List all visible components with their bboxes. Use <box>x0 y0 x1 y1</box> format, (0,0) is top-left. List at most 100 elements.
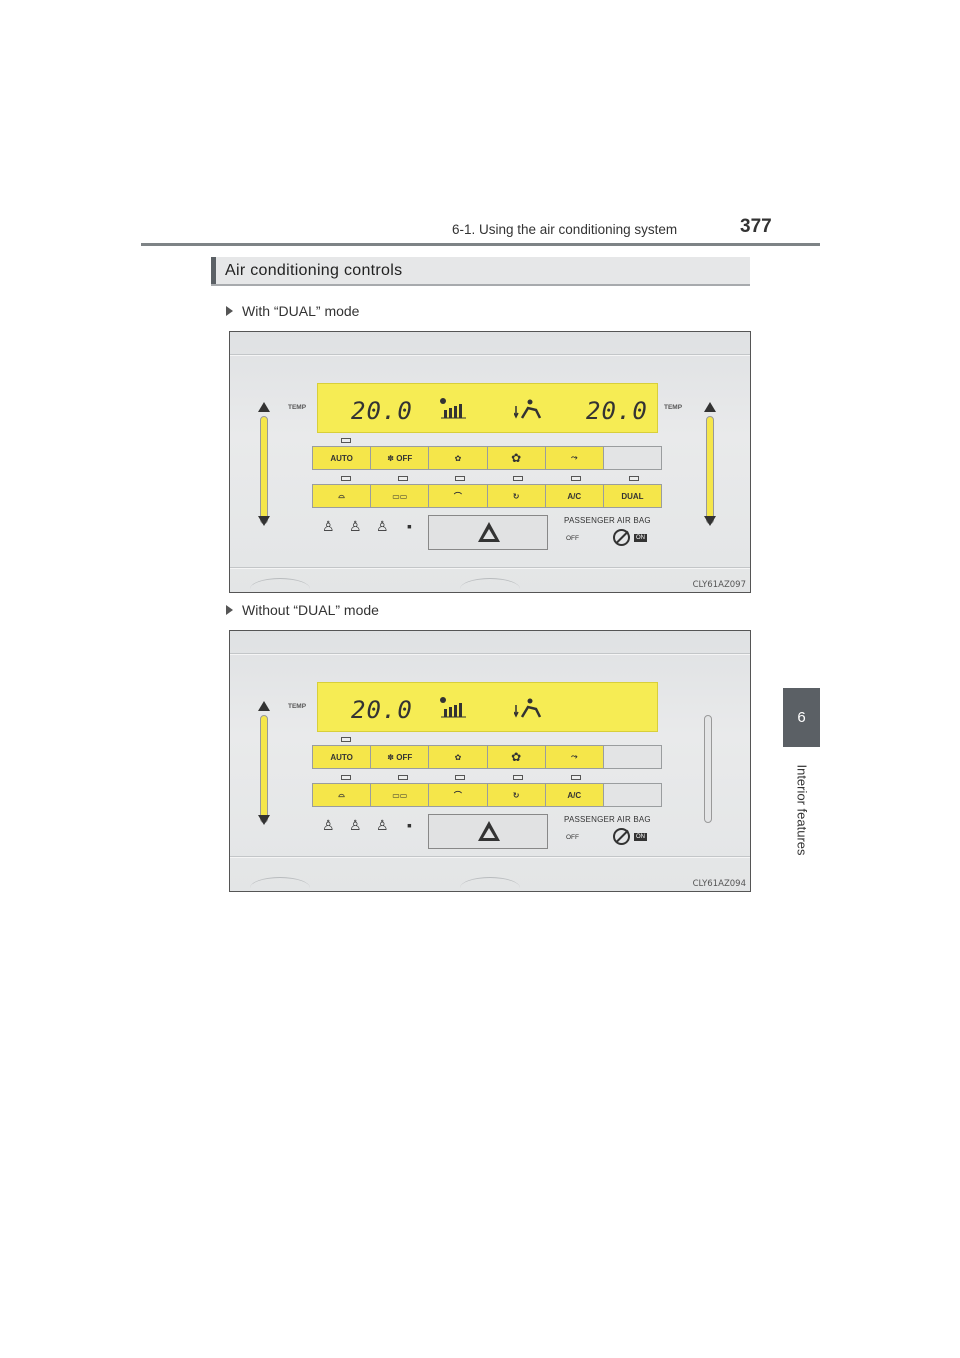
recirculate-button[interactable]: ↻ <box>487 784 546 806</box>
indicator-led <box>455 775 465 780</box>
image-code: CLY61AZ097 <box>692 580 746 590</box>
indicator-led <box>513 775 523 780</box>
fan-off-button[interactable]: ✽ OFF <box>371 746 430 768</box>
ac-button[interactable]: A/C <box>545 485 604 507</box>
temp-slider[interactable] <box>260 715 268 823</box>
indicator-led <box>398 775 408 780</box>
outside-air-icon: ⌒ <box>453 491 462 501</box>
defroster-rear-icon: ▭▭ <box>392 491 408 501</box>
fan-speed-icon <box>440 697 466 718</box>
panel-arc <box>250 877 310 891</box>
fan-up-button[interactable]: ✿ <box>487 746 546 768</box>
temp-left-readout: 20.0 <box>351 397 413 425</box>
indicator-led <box>629 476 639 481</box>
outside-air-button[interactable]: ⌒ <box>429 485 488 507</box>
mode-button[interactable]: ⤳ <box>545 447 604 469</box>
temp-up-left-icon[interactable] <box>258 402 270 412</box>
temp-slider-right[interactable] <box>706 416 714 524</box>
image-code: CLY61AZ094 <box>692 879 746 889</box>
section-heading-bar: Air conditioning controls <box>211 257 750 286</box>
section-accent <box>211 257 216 284</box>
temp-up-right-icon[interactable] <box>704 402 716 412</box>
ac-button[interactable]: A/C <box>545 784 604 806</box>
fan-speed-icon <box>440 398 466 419</box>
button-row-1: AUTO ✽ OFF ✿ ✿ ⤳ <box>312 745 662 769</box>
rear-defogger-button[interactable]: ▭▭ <box>371 784 430 806</box>
fan-down-button[interactable]: ✿ <box>429 447 488 469</box>
hazard-icon-inner <box>483 529 495 539</box>
bullet-arrow-icon <box>226 605 233 615</box>
auto-button[interactable]: AUTO <box>313 746 372 768</box>
outside-air-icon: ⌒ <box>453 790 462 800</box>
windshield-defogger-button[interactable]: ⌓ <box>313 784 372 806</box>
climate-display: 20.0 <box>317 682 658 732</box>
temp-down-icon[interactable] <box>258 815 270 825</box>
recirculate-icon: ↻ <box>512 790 520 800</box>
page-number: 377 <box>740 216 772 237</box>
section-title: Air conditioning controls <box>225 262 403 279</box>
auto-button[interactable]: AUTO <box>313 447 372 469</box>
fan-down-button[interactable]: ✿ <box>429 746 488 768</box>
mode-button[interactable]: ⤳ <box>545 746 604 768</box>
airbag-disabled-icon <box>613 828 630 845</box>
caption-text: With “DUAL” mode <box>242 303 360 319</box>
temp-down-right-icon[interactable] <box>704 516 716 526</box>
fan-off-label: OFF <box>396 752 413 762</box>
rear-defogger-button[interactable]: ▭▭ <box>371 485 430 507</box>
panel-groove <box>230 856 750 858</box>
dual-button[interactable]: DUAL <box>603 485 662 507</box>
temp-up-icon[interactable] <box>258 701 270 711</box>
seat-icon: ♙ <box>349 518 362 534</box>
indicator-led <box>341 438 351 443</box>
fan-large-icon: ✿ <box>511 451 522 465</box>
ac-panel-dual: TEMP TEMP 20.0 20.0 AUTO ✽ OFF ✿ ✿ ⤳ ⌓ <box>229 331 751 593</box>
airflow-mode-icon <box>514 698 542 718</box>
figure-caption-dual: With “DUAL” mode <box>226 303 359 319</box>
indicator-led <box>341 775 351 780</box>
temp-label: TEMP <box>288 703 307 710</box>
fan-small-icon: ✿ <box>454 752 462 762</box>
indicator-led <box>398 476 408 481</box>
hazard-button[interactable] <box>428 814 548 849</box>
recirculate-icon: ↻ <box>512 491 520 501</box>
chapter-tab[interactable]: 6 <box>783 688 820 747</box>
passenger-lock-icon: ▪ <box>407 817 412 833</box>
indicator-led <box>571 476 581 481</box>
blank-button <box>603 784 662 806</box>
fan-icon: ✽ <box>387 752 397 762</box>
airbag-indicator-label: PASSENGER AIR BAG <box>564 815 651 824</box>
indicator-led <box>455 476 465 481</box>
indicator-led <box>341 737 351 742</box>
temp-slider-left[interactable] <box>260 416 268 524</box>
indicator-led <box>341 476 351 481</box>
seat-icon: ♙ <box>349 817 362 833</box>
airbag-indicator-label: PASSENGER AIR BAG <box>564 516 651 525</box>
outside-air-button[interactable]: ⌒ <box>429 784 488 806</box>
blank-button <box>603 447 662 469</box>
inactive-slider <box>704 715 712 823</box>
blank-button <box>603 746 662 768</box>
ac-panel-no-dual: TEMP 20.0 AUTO ✽ OFF ✿ ✿ ⤳ ⌓ ▭▭ ⌒ ↻ A/C <box>229 630 751 892</box>
fan-up-button[interactable]: ✿ <box>487 447 546 469</box>
indicator-led <box>571 775 581 780</box>
header-section-title: 6-1. Using the air conditioning system <box>452 222 678 237</box>
temp-down-left-icon[interactable] <box>258 516 270 526</box>
seat-icon: ♙ <box>322 817 335 833</box>
windshield-defogger-button[interactable]: ⌓ <box>313 485 372 507</box>
header-rule <box>141 243 820 246</box>
seat-icon: ♙ <box>376 518 389 534</box>
button-row-1: AUTO ✽ OFF ✿ ✿ ⤳ <box>312 446 662 470</box>
panel-groove <box>230 653 750 655</box>
airbag-on-label: ON <box>634 833 647 841</box>
airflow-icon: ⤳ <box>571 453 578 462</box>
fan-off-button[interactable]: ✽ OFF <box>371 447 430 469</box>
defroster-front-icon: ⌓ <box>338 790 345 799</box>
airbag-on-label: ON <box>634 534 647 542</box>
button-row-2: ⌓ ▭▭ ⌒ ↻ A/C DUAL <box>312 484 662 508</box>
hazard-button[interactable] <box>428 515 548 550</box>
fan-off-label: OFF <box>396 453 413 463</box>
fan-icon: ✽ <box>387 453 397 463</box>
recirculate-button[interactable]: ↻ <box>487 485 546 507</box>
panel-groove <box>230 567 750 569</box>
indicator-led <box>513 476 523 481</box>
